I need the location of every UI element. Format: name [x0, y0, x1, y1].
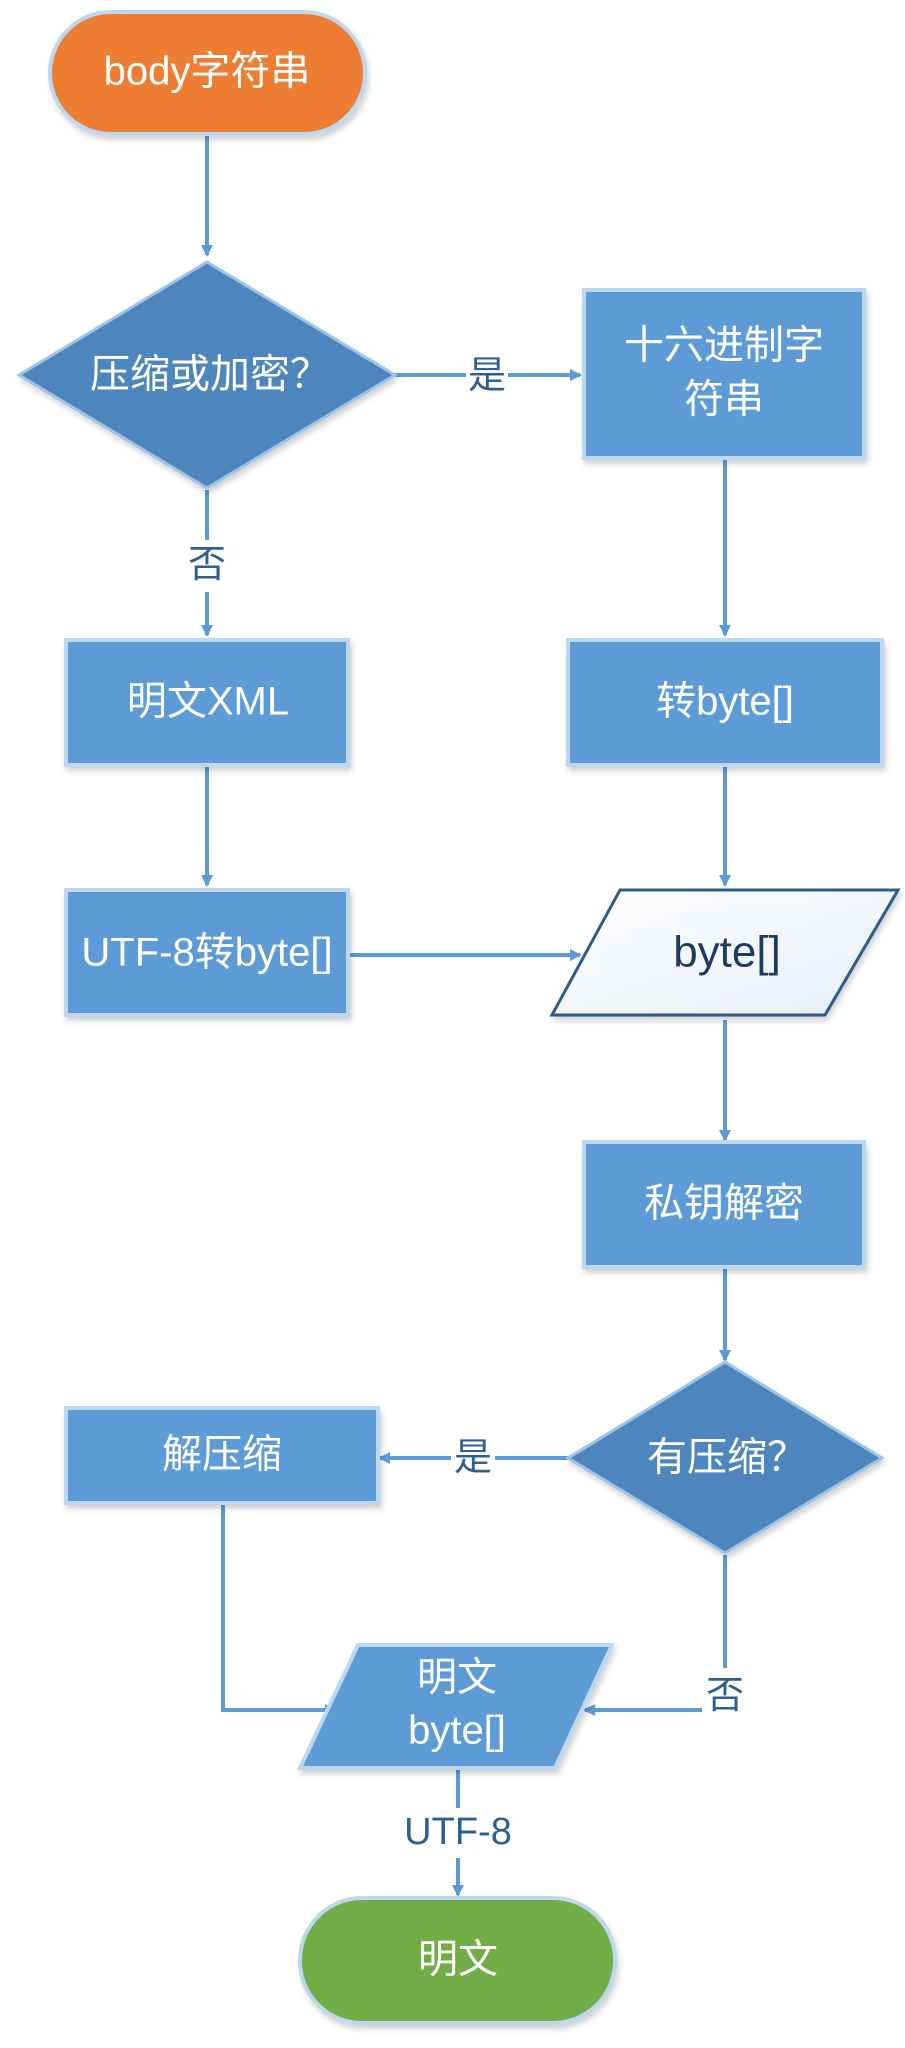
edge-label-no-1: 否 [188, 544, 226, 586]
decrypt-label: 私钥解密 [644, 1182, 804, 1226]
to-bytes-label: 转byte[] [656, 680, 794, 724]
plain-bytes-data-shape [296, 1643, 616, 1770]
edge-label-yes-1: 是 [468, 355, 506, 397]
plain-xml-label: 明文XML [127, 680, 289, 724]
edge-label-utf8: UTF-8 [404, 1811, 512, 1853]
plain-bytes-label-line1: 明文 [417, 1656, 497, 1700]
plain-bytes-label-line2: byte[] [408, 1709, 506, 1753]
hex-string-box [582, 288, 866, 460]
bytes-data-label: byte[] [673, 928, 781, 977]
edge-label-no-2: 否 [706, 1675, 744, 1717]
plain-xml-box [64, 638, 350, 767]
end-terminator [298, 1896, 617, 2025]
decompress-box [64, 1406, 380, 1505]
utf8-to-bytes-box [64, 888, 350, 1017]
decision-compressed-label: 有压缩？ [647, 1436, 807, 1480]
decompress-label: 解压缩 [162, 1433, 282, 1477]
edge-decompress-to-plainbytes [221, 1505, 337, 1716]
bytes-data-shape [549, 888, 901, 1017]
to-bytes-box [566, 638, 884, 767]
hex-string-label-line2: 符串 [684, 378, 764, 422]
decision-compressed [565, 1360, 885, 1555]
end-label: 明文 [418, 1938, 498, 1982]
hex-string-label-line1: 十六进制字 [624, 324, 824, 368]
start-terminator [48, 10, 367, 136]
utf8-to-bytes-label: UTF-8转byte[] [81, 931, 332, 975]
start-label: body字符串 [104, 50, 311, 94]
edge-label-yes-2: 是 [454, 1437, 492, 1479]
decision-encrypt-label: 压缩或加密？ [90, 353, 330, 397]
decision-encrypt-or-compress [16, 260, 398, 490]
decrypt-box [582, 1140, 866, 1269]
